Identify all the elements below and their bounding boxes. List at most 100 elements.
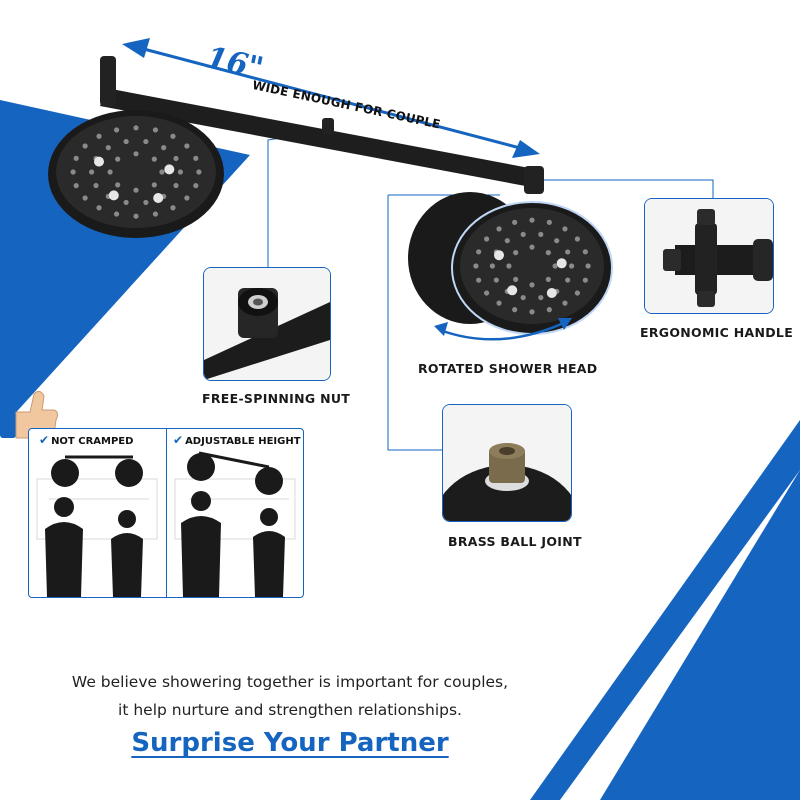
adjustable-label: ADJUSTABLE HEIGHT bbox=[185, 436, 301, 447]
nozzle-dot bbox=[184, 143, 190, 149]
nozzle-dot bbox=[184, 195, 190, 201]
nozzle-large bbox=[94, 156, 104, 167]
nozzle-dot bbox=[70, 169, 76, 175]
nut-label: FREE-SPINNING NUT bbox=[202, 391, 351, 406]
nozzle-large bbox=[153, 193, 164, 203]
nozzle-dot bbox=[529, 282, 535, 288]
nozzle-dot bbox=[582, 277, 588, 283]
nozzle-dot bbox=[554, 238, 560, 244]
check-icon: ✔ bbox=[173, 433, 184, 447]
dimension-arrow-head-left bbox=[122, 38, 150, 58]
nozzle-dot bbox=[520, 294, 526, 301]
not-cramped-half: ✔NOT CRAMPED bbox=[29, 429, 165, 597]
nozzle-dot bbox=[545, 276, 551, 282]
nozzle-dot bbox=[173, 182, 179, 189]
nozzle-dot bbox=[161, 145, 167, 151]
nozzle-dot bbox=[562, 300, 568, 306]
nozzle-large bbox=[507, 285, 518, 296]
tagline-line-1: We believe showering together is importa… bbox=[71, 673, 509, 691]
nozzle-large bbox=[108, 190, 119, 201]
nozzle-dot bbox=[113, 211, 120, 217]
nozzle-dot bbox=[496, 300, 502, 306]
comparison-illustration bbox=[36, 451, 296, 597]
nozzle-dot bbox=[493, 277, 499, 283]
not-cramped-heading: ✔NOT CRAMPED bbox=[39, 433, 133, 447]
nozzle-dot bbox=[504, 238, 510, 244]
nozzle-dot bbox=[82, 195, 88, 201]
nozzle-dot bbox=[159, 169, 165, 175]
nozzle-dot bbox=[520, 231, 526, 238]
nozzle-dot bbox=[484, 290, 490, 296]
nozzle-dot bbox=[582, 249, 588, 255]
nozzle-dot bbox=[585, 263, 591, 269]
nozzle-dot bbox=[569, 263, 575, 269]
nozzle-dot bbox=[170, 133, 176, 139]
nozzle-dot bbox=[143, 199, 149, 206]
handle-thumbnail bbox=[644, 198, 774, 314]
nozzle-dot bbox=[133, 151, 139, 157]
right-blue-shape bbox=[600, 470, 800, 800]
tagline: We believe showering together is importa… bbox=[40, 668, 540, 724]
rotation-arrow-head-right bbox=[558, 318, 572, 330]
nozzle-dot bbox=[177, 169, 183, 175]
rotated-shower-head-front bbox=[451, 201, 613, 335]
nozzle-dot bbox=[96, 205, 102, 211]
nozzle-dot bbox=[107, 169, 113, 175]
left-shower-head bbox=[48, 110, 224, 238]
nozzle-dot bbox=[173, 155, 179, 162]
nozzle-dot bbox=[193, 155, 199, 161]
joint-label: BRASS BALL JOINT bbox=[448, 534, 582, 549]
joint-thumbnail bbox=[442, 404, 572, 522]
nozzle-dot bbox=[73, 183, 79, 189]
rotation-arrow-head-left bbox=[434, 322, 448, 336]
adjustable-heading: ✔ADJUSTABLE HEIGHT bbox=[173, 433, 301, 447]
nozzle-dot bbox=[105, 145, 111, 151]
nozzle-dot bbox=[133, 213, 139, 219]
dimension-arrow-head-right bbox=[512, 140, 540, 158]
nozzle-dot bbox=[476, 249, 482, 255]
joint-leader-line bbox=[387, 195, 442, 451]
nozzle-dot bbox=[546, 307, 552, 313]
nozzle-dot bbox=[529, 244, 535, 250]
nozzle-large bbox=[494, 250, 504, 261]
adjustable-half: ✔ADJUSTABLE HEIGHT bbox=[166, 429, 303, 597]
nozzle-dot bbox=[538, 231, 544, 238]
nozzle-large bbox=[556, 258, 567, 269]
arm-knob bbox=[322, 118, 334, 134]
nozzle-dot bbox=[93, 182, 99, 189]
nozzle-dot bbox=[496, 226, 502, 232]
nut-thumbnail bbox=[203, 267, 331, 381]
nozzle-dot bbox=[115, 156, 121, 162]
rotated-label: ROTATED SHOWER HEAD bbox=[418, 361, 598, 376]
nozzle-dot bbox=[512, 307, 518, 313]
thumbs-up-icon bbox=[0, 390, 59, 439]
nozzle-dot bbox=[546, 219, 552, 225]
nozzle-dot bbox=[545, 250, 551, 256]
nozzle-dot bbox=[151, 156, 157, 162]
nozzle-large bbox=[164, 164, 175, 175]
headline: Surprise Your Partner bbox=[131, 728, 449, 758]
nozzle-dot bbox=[513, 250, 519, 256]
nozzle-dot bbox=[143, 138, 149, 145]
nozzle-dot bbox=[512, 219, 518, 225]
nozzle-dot bbox=[152, 127, 159, 133]
nozzle-dot bbox=[529, 217, 535, 223]
nozzle-dot bbox=[513, 276, 519, 282]
dimension-arrow-line bbox=[139, 46, 521, 150]
nozzle-dot bbox=[170, 205, 176, 211]
nozzle-dot bbox=[152, 211, 159, 217]
nozzle-dot bbox=[473, 263, 479, 269]
arm-end-left bbox=[100, 56, 116, 106]
left-nozzle-pattern bbox=[70, 125, 202, 219]
nozzle-dot bbox=[574, 290, 580, 296]
nozzle-dot bbox=[506, 263, 512, 269]
nozzle-large bbox=[546, 288, 557, 298]
nut-illustration bbox=[204, 268, 330, 380]
nozzle-dot bbox=[113, 127, 120, 133]
handle-illustration bbox=[645, 199, 773, 313]
nozzle-dot bbox=[82, 143, 88, 149]
nozzle-dot bbox=[562, 226, 568, 232]
check-icon: ✔ bbox=[39, 433, 50, 447]
nozzle-dot bbox=[196, 169, 202, 175]
